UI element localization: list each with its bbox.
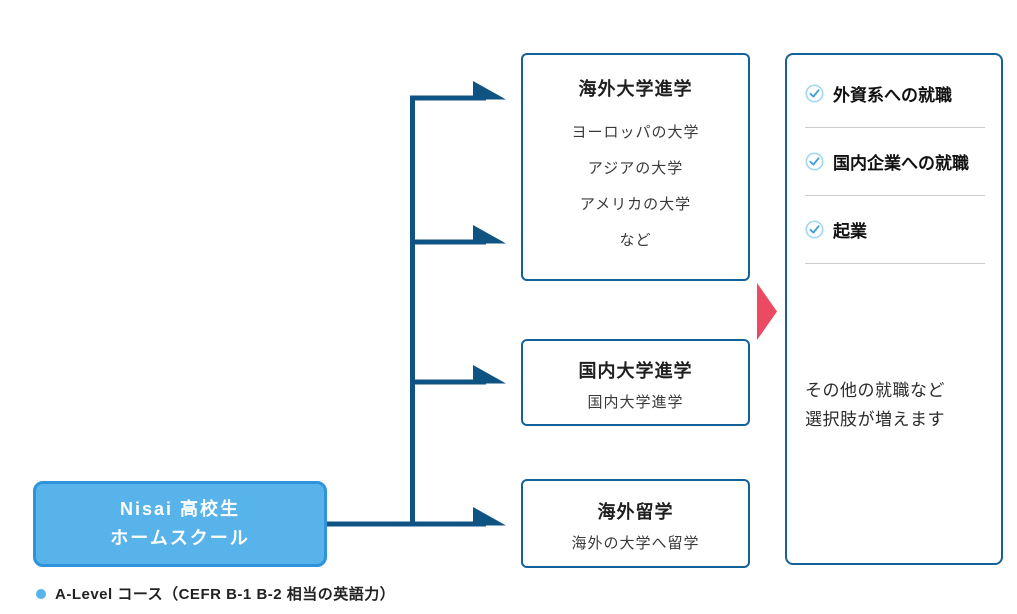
branch-arrowhead-3-icon [473, 365, 506, 384]
pathway-item: 国内大学進学 [587, 394, 684, 411]
check-circle-icon [805, 152, 824, 171]
check-circle-icon [805, 220, 824, 239]
branch-arrowhead-1-icon [473, 81, 506, 100]
divider [805, 195, 985, 196]
source-box-line: Nisai 高校生 [119, 499, 241, 519]
branch-arrowhead-4-icon [473, 507, 506, 526]
outcome-item-label: 起業 [833, 222, 867, 241]
check-circle-icon [805, 84, 824, 103]
pathway-box-title: 海外留学 [597, 502, 674, 522]
pathway-item: アメリカの大学 [579, 196, 692, 213]
outcome-note-line: 選択肢が増えます [805, 410, 945, 429]
pathway-box-title: 海外大学進学 [578, 79, 693, 99]
divider [805, 263, 985, 264]
outcome-item-label: 国内企業への就職 [833, 154, 969, 173]
caption-text: A-Level コース（CEFR B-1 B-2 相当の英語力） [55, 586, 396, 603]
outcome-item-label: 外資系への就職 [833, 86, 952, 105]
pathway-box-study-abroad: 海外留学 海外の大学へ留学 [521, 479, 750, 568]
divider [805, 127, 985, 128]
pathway-box-title: 国内大学進学 [578, 361, 693, 381]
outcome-item-foreign-company: 外資系への就職 [805, 81, 985, 106]
pathway-box-domestic-university: 国内大学進学 国内大学進学 [521, 339, 750, 426]
outcome-note-line: その他の就職など [805, 381, 945, 400]
pathway-item: など [619, 232, 652, 249]
source-box-line: ホームスクール [110, 528, 250, 548]
pathway-box-items: ヨーロッパの大学 アジアの大学 アメリカの大学 など [523, 115, 748, 259]
pathway-item: アジアの大学 [587, 160, 684, 177]
caption-a-level-course: A-Level コース（CEFR B-1 B-2 相当の英語力） [36, 583, 395, 604]
outcome-item-entrepreneurship: 起業 [805, 217, 985, 242]
outcome-panel: 外資系への就職 国内企業への就職 起業 その他の就職など [785, 53, 1003, 565]
pathway-box-overseas-university: 海外大学進学 ヨーロッパの大学 アジアの大学 アメリカの大学 など [521, 53, 750, 281]
outcome-note: その他の就職など 選択肢が増えます [805, 376, 985, 434]
outcome-arrow-icon [757, 283, 777, 340]
outcome-item-domestic-company: 国内企業への就職 [805, 149, 985, 174]
pathway-item: ヨーロッパの大学 [571, 124, 700, 141]
pathway-item: 海外の大学へ留学 [571, 535, 700, 552]
source-box-nisai-homeschool: Nisai 高校生 ホームスクール [33, 481, 327, 567]
bullet-dot-icon [36, 588, 46, 599]
branch-arrowhead-2-icon [473, 225, 506, 244]
